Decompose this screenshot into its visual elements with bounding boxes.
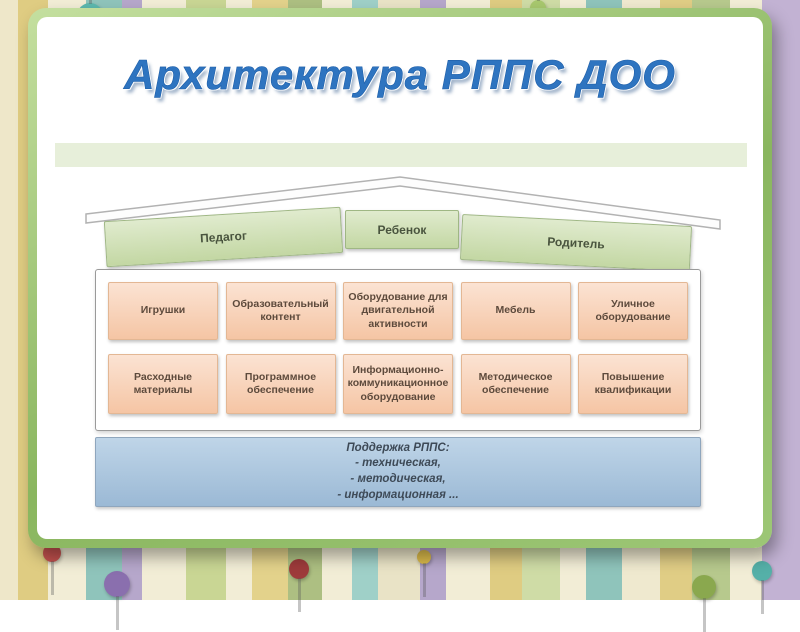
- slide: Архитектура РППС ДОО Педагог Ребенок Род…: [37, 17, 763, 539]
- resource-card-2-2: Программное обеспечение: [225, 354, 336, 414]
- resource-card-1-2: Образовательный контент: [225, 282, 336, 340]
- resource-card-2-1: Расходные материалы: [108, 354, 218, 414]
- decorative-pin: [289, 559, 309, 613]
- support-line-3: - информационная ...: [337, 488, 459, 501]
- slide-frame: Архитектура РППС ДОО Педагог Ребенок Род…: [28, 8, 772, 548]
- decorative-pin: [43, 544, 61, 596]
- decorative-pin: [417, 550, 431, 598]
- decorative-pin: [692, 575, 716, 632]
- support-line-2: - методическая,: [350, 473, 446, 485]
- house-roof-outline: [85, 176, 721, 230]
- actor-box-rebenok: Ребенок: [345, 210, 459, 249]
- decorative-pin: [104, 571, 130, 630]
- slide-title: Архитектура РППС ДОО: [124, 51, 676, 99]
- resource-card-2-4: Методическое обеспечение: [460, 354, 571, 414]
- resource-card-1-4: Мебель: [460, 282, 571, 340]
- support-line-1: - техническая,: [355, 457, 441, 470]
- resource-card-2-5: Повышение квалификации: [578, 354, 688, 414]
- support-title: Поддержка РППС:: [346, 441, 450, 454]
- resources-row-2: Расходные материалы Программное обеспече…: [108, 354, 688, 414]
- title-underline-band: [55, 143, 747, 167]
- resources-row-1: Игрушки Образовательный контент Оборудов…: [108, 282, 688, 340]
- decorative-pin: [752, 561, 772, 615]
- resource-card-2-3: Информационно-коммуникационное оборудова…: [343, 354, 453, 414]
- resource-card-1-3: Оборудование для двигательной активности: [343, 282, 453, 340]
- resources-panel: Игрушки Образовательный контент Оборудов…: [95, 269, 701, 431]
- resource-card-1-5: Уличное оборудование: [578, 282, 688, 340]
- resource-card-1-1: Игрушки: [108, 282, 218, 340]
- support-box: Поддержка РППС: - техническая, - методич…: [95, 437, 701, 507]
